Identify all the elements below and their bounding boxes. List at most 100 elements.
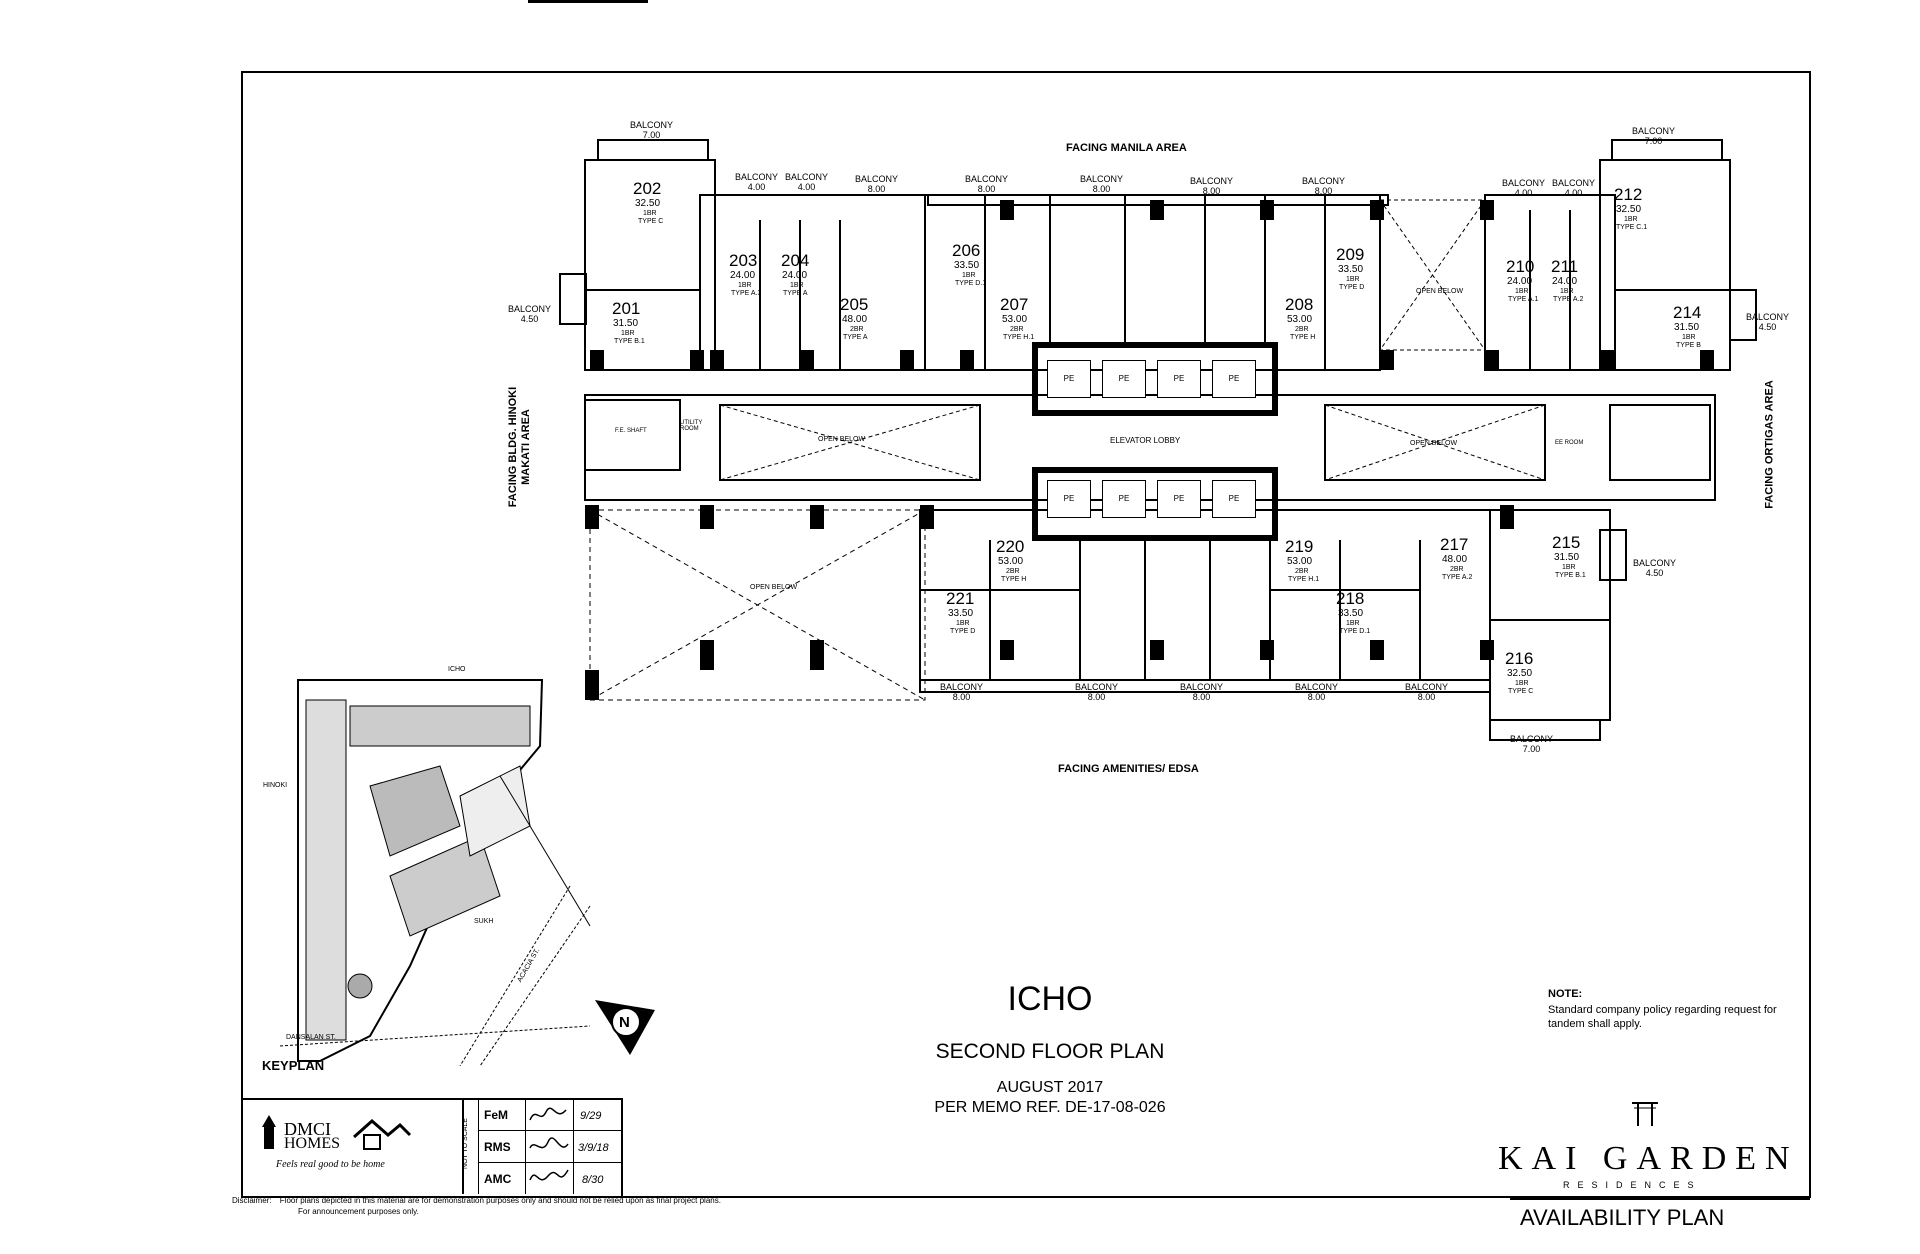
unit-type: TYPE A.2 xyxy=(1553,296,1584,303)
unit-number: 207 xyxy=(1000,295,1029,314)
pe-elevator-top-1: PE xyxy=(1047,360,1091,398)
brand-subtitle: RESIDENCES xyxy=(1563,1180,1702,1190)
unit-area: 24.00 xyxy=(782,270,808,281)
date-text: AUGUST 2017 xyxy=(996,1079,1104,1096)
unit-number: 218 xyxy=(1336,589,1365,608)
unit-area: 32.50 xyxy=(1507,668,1533,679)
unit-area: 48.00 xyxy=(1442,554,1468,565)
title-block-divider xyxy=(525,1098,526,1194)
unit-type: TYPE A xyxy=(843,334,868,341)
unit-bedrooms: 1BR xyxy=(738,282,752,289)
unit-type: TYPE C xyxy=(638,218,664,225)
facing-bottom-label: FACING AMENITIES/ EDSA xyxy=(1058,763,1199,775)
unit-type: TYPE C.1 xyxy=(1616,224,1648,231)
unit-number: 201 xyxy=(612,299,641,318)
unit-type: TYPE D xyxy=(1339,284,1365,291)
unit-bedrooms: 2BR xyxy=(1010,326,1024,333)
keyplan-label: KEYPLAN xyxy=(262,1058,325,1073)
unit-bedrooms: 1BR xyxy=(1624,216,1638,223)
keyplan-map xyxy=(279,679,591,1066)
unit-area: 24.00 xyxy=(730,270,756,281)
unit-type: TYPE B.1 xyxy=(614,338,645,345)
unit-area: 32.50 xyxy=(1616,204,1642,215)
unit-bedrooms: 1BR xyxy=(790,282,804,289)
unit-bedrooms: 1BR xyxy=(1682,334,1696,341)
keyplan-street-dansalan: DANSALAN ST. xyxy=(286,1034,336,1041)
unit-type: TYPE A.3 xyxy=(731,290,762,297)
unit-number: 216 xyxy=(1505,649,1534,668)
disclaimer-line2: For announcement purposes only. xyxy=(298,1207,419,1216)
unit-type: TYPE D.1 xyxy=(955,280,987,287)
keyplan-icho-label: ICHO xyxy=(448,666,466,673)
unit-number: 215 xyxy=(1552,533,1581,552)
unit-number: 206 xyxy=(952,241,981,260)
pe-elevator-bottom-3: PE xyxy=(1157,480,1201,518)
unit-number: 211 xyxy=(1551,257,1579,276)
approver-initials: FeM xyxy=(484,1108,508,1122)
unit-bedrooms: 1BR xyxy=(1562,564,1576,571)
not-to-scale-label: NOT TO SCALE xyxy=(461,1118,469,1169)
unit-area: 33.50 xyxy=(1338,264,1364,275)
unit-bedrooms: 1BR xyxy=(1346,620,1360,627)
unit-number: 220 xyxy=(996,537,1025,556)
north-label: N xyxy=(619,1014,630,1031)
unit-bedrooms: 1BR xyxy=(1560,288,1574,295)
ee-room-label: EE ROOM xyxy=(1555,440,1584,446)
approver-initials: AMC xyxy=(484,1172,512,1186)
pe-elevator-bottom-2: PE xyxy=(1102,480,1146,518)
unit-number: 209 xyxy=(1336,245,1365,264)
unit-number: 212 xyxy=(1614,185,1643,204)
unit-area: 33.50 xyxy=(948,608,974,619)
unit-bedrooms: 2BR xyxy=(1006,568,1020,575)
unit-type: TYPE D xyxy=(950,628,976,635)
memo-ref: PER MEMO REF. DE-17-08-026 xyxy=(934,1099,1166,1116)
drawing-frame xyxy=(241,71,1811,1198)
unit-number: 210 xyxy=(1506,257,1535,276)
keyplan-sukh-label: SUKH xyxy=(474,918,494,925)
signature-2 xyxy=(529,1137,569,1149)
pe-elevator-bottom-4: PE xyxy=(1212,480,1256,518)
unit-number: 202 xyxy=(633,179,662,198)
utility-room-label: UTILITY ROOM xyxy=(680,420,703,432)
unit-area: 33.50 xyxy=(1338,608,1364,619)
approval-date: 9/29 xyxy=(580,1110,602,1122)
unit-type: TYPE H xyxy=(1001,576,1027,583)
unit-type: TYPE H.1 xyxy=(1003,334,1035,341)
open-below-label-2: OPEN BELOW xyxy=(1410,440,1458,447)
unit-area: 53.00 xyxy=(1002,314,1028,325)
unit-number: 203 xyxy=(729,251,758,270)
unit-area: 31.50 xyxy=(613,318,639,329)
note-heading: NOTE: xyxy=(1548,988,1583,1000)
pe-elevator-top-4: PE xyxy=(1212,360,1256,398)
open-below-label-1: OPEN BELOW xyxy=(818,436,866,443)
unit-bedrooms: 2BR xyxy=(1295,326,1309,333)
building-title: ICHO xyxy=(1007,980,1093,1018)
keyplan-hinoki-label: HINOKI xyxy=(263,782,288,789)
unit-bedrooms: 1BR xyxy=(1515,680,1529,687)
kai-garden-gate-icon xyxy=(1632,1102,1658,1126)
open-below-label-3: OPEN BELOW xyxy=(1416,288,1464,295)
unit-number: 214 xyxy=(1673,303,1702,322)
unit-area: 31.50 xyxy=(1554,552,1580,563)
unit-number: 221 xyxy=(946,589,975,608)
unit-bedrooms: 1BR xyxy=(1515,288,1529,295)
unit-area: 53.00 xyxy=(998,556,1024,567)
logo-tagline: Feels real good to be home xyxy=(276,1159,385,1170)
approval-date: 3/9/18 xyxy=(578,1142,609,1154)
title-block-divider xyxy=(478,1098,479,1194)
unit-bedrooms: 1BR xyxy=(1346,276,1360,283)
unit-type: TYPE C xyxy=(1508,688,1534,695)
plan-date: AUGUST 2017 PER MEMO REF. DE-17-08-026 xyxy=(860,1078,1240,1118)
unit-type: TYPE B xyxy=(1676,342,1701,349)
unit-number: 208 xyxy=(1285,295,1314,314)
